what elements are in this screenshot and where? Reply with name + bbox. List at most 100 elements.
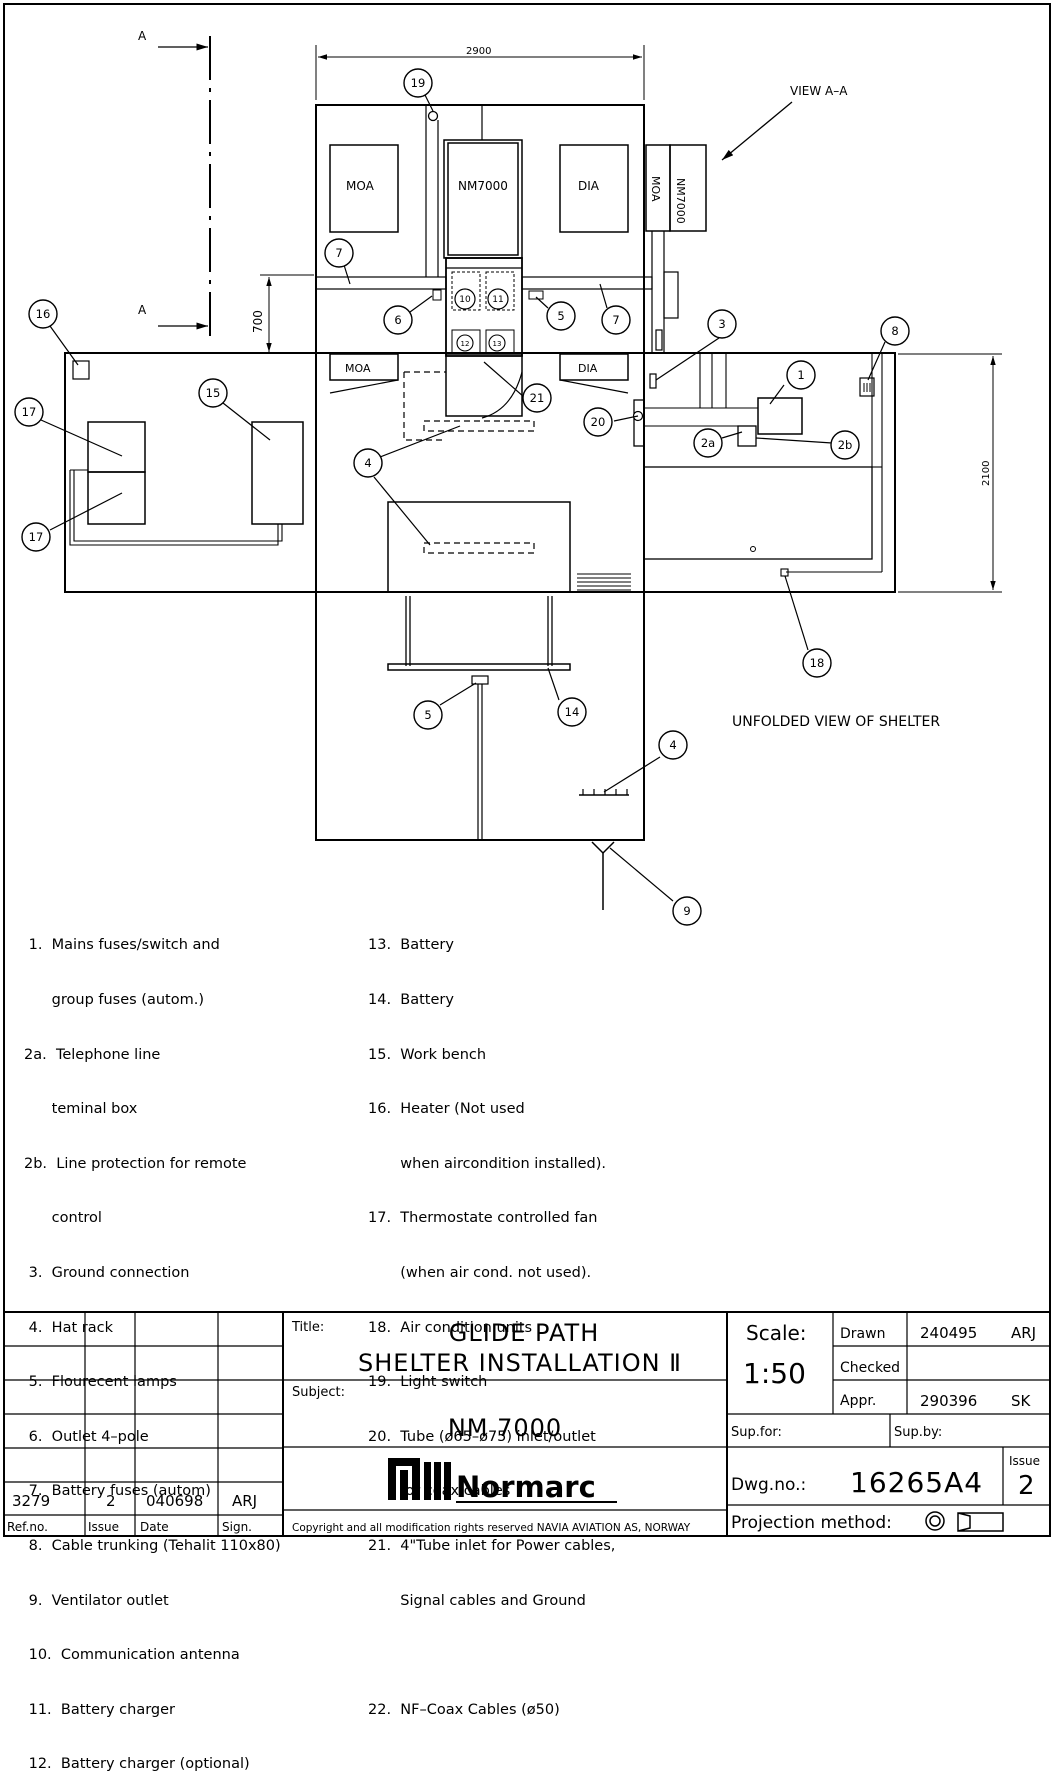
appr-label: Appr. bbox=[840, 1393, 876, 1409]
svg-text:17: 17 bbox=[29, 530, 44, 544]
callout-18a: 17 bbox=[14, 397, 44, 427]
callout-7: 6 bbox=[383, 305, 413, 335]
svg-text:4: 4 bbox=[364, 456, 371, 470]
legend-left-item: 2a. Telephone line bbox=[24, 1046, 161, 1063]
section-a-a-marker: A A bbox=[138, 29, 211, 340]
section-mark-bottom: A bbox=[138, 303, 147, 317]
floor-details bbox=[69, 353, 883, 593]
svg-text:5: 5 bbox=[557, 309, 564, 323]
svg-text:15: 15 bbox=[206, 386, 221, 400]
svg-text:13: 13 bbox=[493, 340, 502, 348]
legend-right-item: Signal cables and Ground bbox=[368, 1592, 586, 1609]
legend-left-item: teminal box bbox=[24, 1101, 138, 1118]
svg-text:8: 8 bbox=[891, 324, 898, 338]
callout-19: 18 bbox=[802, 648, 832, 678]
sheet-border bbox=[3, 3, 1051, 1537]
callout-21: 20 bbox=[583, 407, 613, 437]
svg-text:12: 12 bbox=[461, 340, 470, 348]
copyright-text: Copyright and all modification rights re… bbox=[292, 1522, 691, 1534]
callout-3: 3 bbox=[707, 309, 737, 339]
moa-label: MOA bbox=[346, 179, 375, 193]
dia-label: DIA bbox=[578, 179, 600, 193]
callout-bubbles: 19 7 6 10 11 12 13 5 7 3 8 16 15 17 17 1… bbox=[14, 68, 910, 926]
view-aa-label: VIEW A–A bbox=[790, 84, 848, 98]
header-sign: Sign. bbox=[222, 1520, 252, 1534]
callout-mobile: MOA bbox=[345, 362, 371, 375]
legend-right-item: 14. Battery bbox=[368, 992, 454, 1008]
dia-cabinet bbox=[559, 144, 629, 233]
legend-left-item: 1. Mains fuses/switch and bbox=[24, 937, 220, 954]
subject-label: Subject: bbox=[292, 1385, 345, 1400]
callout-leaders bbox=[40, 94, 886, 902]
callout-13: 12 bbox=[456, 334, 474, 352]
legend-left-item: 4. Hat rack bbox=[24, 1319, 113, 1336]
svg-text:7: 7 bbox=[335, 246, 342, 260]
bottom-wall-details bbox=[387, 596, 629, 910]
svg-text:2a: 2a bbox=[701, 436, 715, 450]
nm7000-label: NM7000 bbox=[458, 179, 508, 193]
svg-text:2b: 2b bbox=[838, 438, 853, 452]
callout-20: 19 bbox=[403, 68, 433, 98]
legend-left-item: 6. Outlet 4–pole bbox=[24, 1428, 149, 1445]
subject-value: NM 7000 bbox=[448, 1414, 562, 1442]
dwg-number: 16265A4 bbox=[850, 1466, 983, 1499]
callout-6b: 5 bbox=[413, 700, 443, 730]
drawn-sign: ARJ bbox=[1011, 1324, 1036, 1342]
projection-symbol-icon bbox=[925, 1511, 1004, 1532]
callout-16: 15 bbox=[198, 378, 228, 408]
legend-left-item: 11. Battery charger bbox=[24, 1701, 176, 1718]
svg-text:3: 3 bbox=[718, 317, 725, 331]
svg-text:9: 9 bbox=[683, 904, 690, 918]
legend-right-item: 17. Thermostate controlled fan bbox=[368, 1210, 598, 1227]
revision-issue: 2 bbox=[106, 1492, 116, 1510]
legend-left-item: 7. Battery fuses (autom) bbox=[24, 1483, 211, 1500]
legend-left-item: 5. Flourecent lamps bbox=[24, 1374, 177, 1391]
header-ref-no: Ref.no. bbox=[7, 1520, 48, 1534]
legend-right-item: when aircondition installed). bbox=[368, 1155, 607, 1172]
revision-date: 040698 bbox=[146, 1492, 203, 1510]
callout-8a: 7 bbox=[324, 238, 354, 268]
svg-text:11: 11 bbox=[492, 295, 503, 305]
svg-text:14: 14 bbox=[565, 705, 580, 719]
svg-text:1: 1 bbox=[797, 368, 804, 382]
svg-text:4: 4 bbox=[669, 738, 676, 752]
callout-18b: 17 bbox=[21, 522, 51, 552]
checked-label: Checked bbox=[840, 1360, 900, 1376]
legend-right-item: 22. NF–Coax Cables (ø50) bbox=[368, 1701, 560, 1718]
legend-left-item: 9. Ventilator outlet bbox=[24, 1592, 169, 1609]
legend-left-item: 2b. Line protection for remote bbox=[24, 1155, 247, 1172]
legend-left-item: 12. Battery charger (optional) bbox=[24, 1756, 250, 1773]
sup-by-label: Sup.by: bbox=[894, 1425, 942, 1440]
heater bbox=[251, 421, 304, 525]
work-bench bbox=[387, 663, 571, 671]
svg-text:5: 5 bbox=[424, 708, 431, 722]
dwg-label: Dwg.no.: bbox=[731, 1475, 806, 1495]
legend-left-item: group fuses (autom.) bbox=[24, 992, 204, 1008]
legend-right-item: 20. Tube (ø65–ø75) inlet/outlet bbox=[368, 1428, 596, 1445]
dimension-height-right: 2100 bbox=[898, 353, 1002, 593]
callout-14: 13 bbox=[488, 334, 506, 352]
legend-right-item bbox=[368, 1646, 615, 1664]
svg-text:21: 21 bbox=[530, 391, 545, 405]
nm7000-cabinet bbox=[447, 142, 519, 256]
section-mark-top: A bbox=[138, 29, 147, 43]
callout-22: 21 bbox=[522, 383, 552, 413]
legend-right: 13. Battery 14. Battery 15. Work bench 1… bbox=[368, 900, 615, 1737]
nm7000-side-label: NM7000 bbox=[674, 178, 687, 224]
revision-ref-no: 3279 bbox=[12, 1492, 50, 1510]
callout-2b: 2b bbox=[830, 430, 860, 460]
callout-10: 9 bbox=[672, 896, 702, 926]
callout-9: 8 bbox=[880, 316, 910, 346]
callout-8b: 7 bbox=[601, 305, 631, 335]
appr-sign: SK bbox=[1011, 1392, 1032, 1410]
callout-6a: 5 bbox=[546, 301, 576, 331]
callout-1: 1 bbox=[786, 360, 816, 390]
dimension-height-right-value: 2100 bbox=[981, 461, 992, 486]
dimension-width: 2900 bbox=[315, 45, 645, 100]
drawn-date: 240495 bbox=[920, 1324, 977, 1342]
drawing-sheet: A A VIEW A–A 2900 700 2100 bbox=[3, 3, 1051, 1537]
mains-fuse-box bbox=[757, 397, 803, 435]
svg-text:6: 6 bbox=[394, 313, 401, 327]
title-label: Title: bbox=[291, 1320, 324, 1335]
legend-right-item: 15. Work bench bbox=[368, 1046, 487, 1063]
